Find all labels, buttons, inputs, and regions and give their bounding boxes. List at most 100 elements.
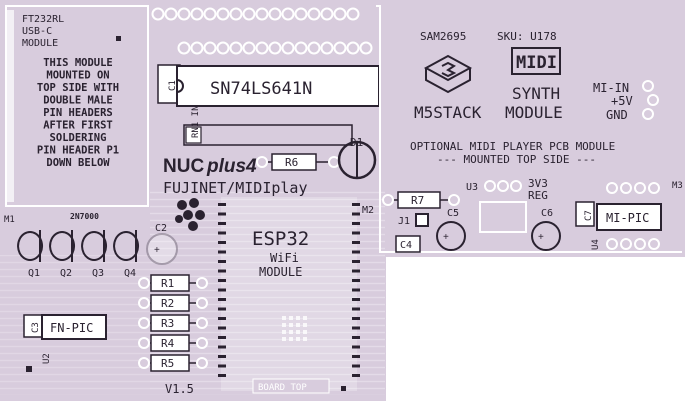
resistor-body (150, 294, 190, 312)
esp-pad (282, 323, 286, 327)
pin-5v: +5V (611, 94, 633, 108)
pad (281, 7, 295, 21)
transistor-body (113, 231, 140, 261)
pad (229, 7, 243, 21)
esp-pin (218, 250, 226, 254)
esp-pad (289, 323, 293, 327)
ft232-note-line: THIS MODULE (43, 57, 113, 69)
c2-capacitor: C2 + (146, 223, 178, 265)
reg-label-2: REG (528, 189, 548, 202)
esp-pin (218, 307, 226, 311)
ft232-header-3: MODULE (22, 38, 58, 49)
pad (242, 41, 256, 55)
j1-jumper (415, 213, 429, 227)
esp-pin (218, 345, 226, 349)
resistor-label: R2 (161, 297, 174, 310)
resistor-body (150, 354, 190, 372)
ft232-header-1: FT232RL (22, 14, 64, 25)
pad (320, 7, 334, 21)
pad (177, 41, 191, 55)
pad (281, 41, 295, 55)
pad (242, 7, 256, 21)
esp-pad (282, 316, 286, 320)
c1-label: C1 (168, 80, 178, 91)
header-pad-row-2 (177, 41, 373, 55)
esp-pin (218, 222, 226, 225)
svg-text:+: + (443, 232, 449, 243)
plus4-label: plus4 (206, 156, 257, 177)
pad (359, 41, 373, 55)
rn1-label: RN1 IN (191, 105, 201, 138)
pad (333, 7, 347, 21)
svg-text:+: + (154, 245, 160, 256)
ft232-note-line: AFTER FIRST (43, 120, 113, 132)
c5-capacitor: C5 + (436, 208, 466, 251)
synth-title-1: SYNTH (512, 84, 560, 103)
pad (333, 41, 347, 55)
esp-pad (289, 316, 293, 320)
esp-pad (303, 316, 307, 320)
pad (229, 41, 243, 55)
pin-mi-in: MI-IN (593, 81, 629, 95)
esp-pad (303, 337, 307, 341)
midi-logo-text: MIDI (516, 53, 557, 73)
transistor-label: Q4 (124, 268, 136, 279)
esp-pin (352, 345, 360, 349)
esp-pad (289, 337, 293, 341)
esp-pin (352, 307, 360, 311)
m5stack-logo (423, 54, 473, 94)
pad (151, 7, 165, 21)
pad (346, 41, 360, 55)
board-top-label: BOARD TOP (258, 383, 307, 393)
reg-label-1: 3V3 (528, 177, 548, 190)
pad (216, 41, 230, 55)
pad (164, 7, 178, 21)
sn74-chip: C1 SN74LS641N (157, 64, 380, 107)
esp-pin (218, 374, 226, 377)
transistor-label: Q3 (92, 268, 104, 279)
ft232-note-line: TOP SIDE WITH (37, 82, 119, 94)
pad (216, 7, 230, 21)
esp-pad (296, 323, 300, 327)
pad (606, 238, 618, 250)
pad (307, 7, 321, 21)
resistor-label: R4 (161, 337, 175, 350)
pad (620, 238, 632, 250)
synth-module: SAM2695 SKU: U178 M5STACK MIDI SYNTH MOD… (376, 5, 682, 253)
d1-label: D1 (350, 136, 363, 149)
esp-pad (296, 316, 300, 320)
esp-pin (352, 317, 360, 320)
brand-logo: NUC plus4 FUJINET/MIDIplay (163, 156, 308, 231)
u4-label: U4 (591, 239, 601, 250)
esp-pin (352, 203, 360, 206)
r7-label: R7 (411, 194, 424, 207)
j1-label: J1 (398, 216, 410, 227)
transistor-label: Q1 (28, 268, 40, 279)
fn-pic-label: FN-PIC (50, 321, 93, 335)
pad (268, 41, 282, 55)
transistor-label: Q2 (60, 268, 72, 279)
ft232-note-line: MOUNTED ON (46, 70, 109, 82)
nuc-label: NUC (163, 156, 204, 177)
optional-label-1: OPTIONAL MIDI PLAYER PCB MODULE (410, 140, 615, 153)
svg-text:+: + (538, 232, 544, 243)
pad (203, 7, 217, 21)
esp-pin (352, 231, 360, 235)
resistor-label: R5 (161, 357, 174, 370)
esp32-module-label: MODULE (259, 265, 302, 279)
c6-label: C6 (541, 208, 553, 219)
esp-pin (352, 241, 360, 244)
ft232-note-line: DOUBLE MALE (43, 95, 113, 107)
esp-pin (352, 336, 360, 339)
transistor-body (17, 231, 44, 261)
esp-pin (352, 355, 360, 358)
c4-box (395, 235, 421, 253)
rn1-network: RN1 IN (183, 105, 353, 146)
esp-pin (218, 317, 226, 320)
ft232-note-line: DOWN BELOW (46, 157, 110, 169)
esp-pad (303, 330, 307, 334)
esp-pad (289, 330, 293, 334)
c6-capacitor: C6 + (531, 208, 561, 251)
pad (294, 41, 308, 55)
